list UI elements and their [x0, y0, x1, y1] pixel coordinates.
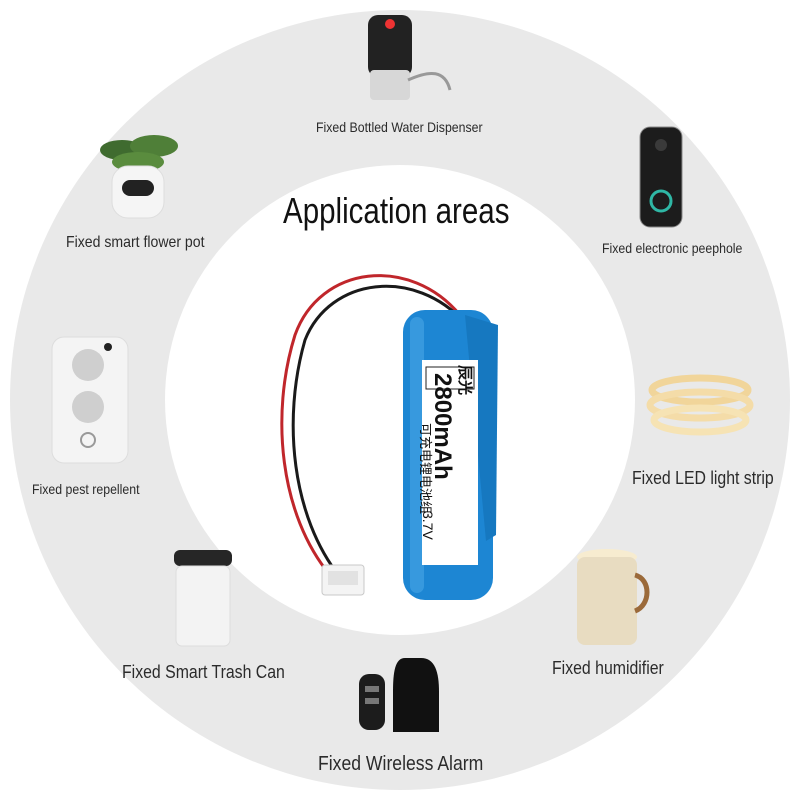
label-wireless-alarm: Fixed Wireless Alarm	[318, 753, 484, 775]
led-strip-icon	[646, 374, 754, 436]
application-pest-repellent	[50, 335, 130, 465]
inner-circle	[165, 165, 635, 635]
label-led-strip: Fixed LED light strip	[632, 468, 774, 488]
label-peephole: Fixed electronic peephole	[602, 240, 743, 256]
trash-can-icon	[174, 550, 232, 647]
battery-brand: 辰光	[456, 365, 473, 396]
application-flower-pot	[92, 128, 187, 223]
battery-illustration-icon	[280, 274, 498, 600]
application-humidifier	[573, 545, 653, 650]
peephole-icon	[639, 126, 683, 228]
pest-repellent-icon	[51, 336, 129, 464]
application-water-dispenser	[360, 10, 460, 105]
application-peephole	[636, 125, 686, 230]
page-title: Application areas	[283, 190, 510, 231]
flower-pot-icon	[100, 135, 178, 219]
application-led-strip	[645, 370, 755, 440]
label-water-dispenser: Fixed Bottled Water Dispenser	[316, 119, 483, 135]
label-trash-can: Fixed Smart Trash Can	[122, 662, 285, 682]
water-dispenser-icon	[368, 15, 452, 100]
humidifier-icon	[577, 549, 650, 645]
wireless-alarm-icon	[359, 658, 439, 732]
label-flower-pot: Fixed smart flower pot	[66, 234, 205, 251]
battery-pack: 辰光 2800mAh 可充电锂电池组 3.7V	[260, 255, 530, 605]
application-trash-can	[168, 548, 238, 648]
application-wireless-alarm	[355, 652, 445, 742]
label-humidifier: Fixed humidifier	[552, 658, 664, 678]
label-pest-repellent: Fixed pest repellent	[32, 481, 140, 497]
